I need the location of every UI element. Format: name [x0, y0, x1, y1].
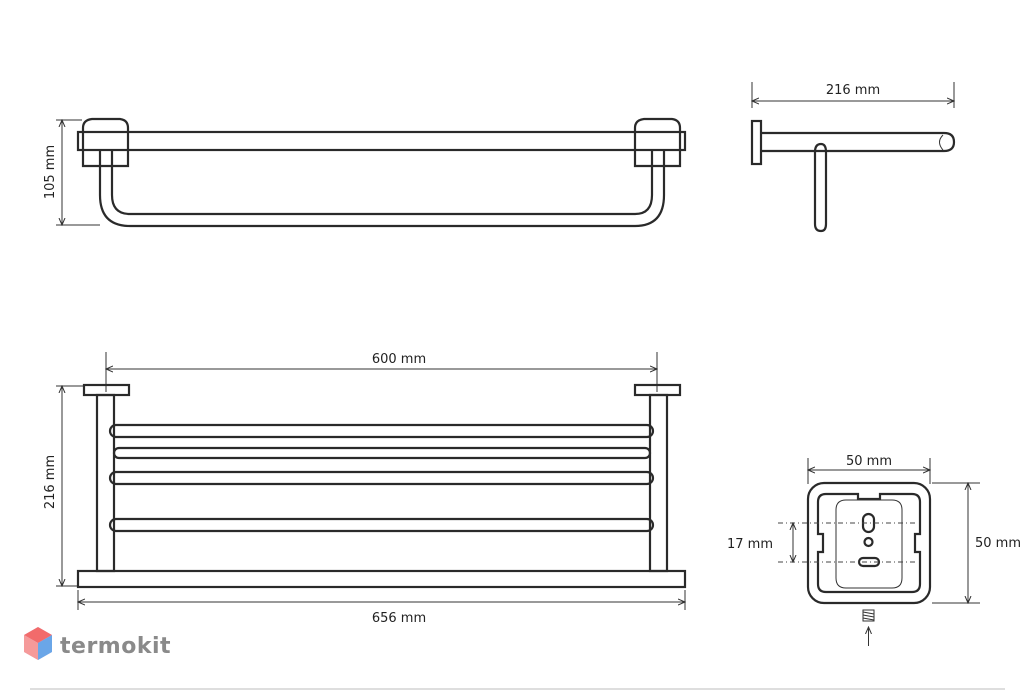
top-view: 600 mm 216 mm 656 mm [43, 352, 687, 626]
logo-hex-icon [24, 627, 52, 660]
base-inner-plate [816, 492, 922, 594]
hole-spacing-label: 17 mm [727, 537, 773, 552]
screw-detail [862, 609, 875, 646]
top-depth-label: 216 mm [43, 455, 58, 509]
top-inner-width-label: 600 mm [372, 352, 426, 367]
front-height-label: 105 mm [43, 145, 58, 199]
top-right-post [648, 393, 669, 573]
top-rails [108, 423, 655, 533]
rail-1 [108, 423, 655, 439]
front-view: 105 mm [43, 117, 687, 228]
top-base-bar [76, 569, 687, 589]
front-right-mount [633, 117, 682, 168]
front-shelf-bar [76, 130, 687, 152]
base-height-label: 50 mm [975, 536, 1021, 551]
rail-2 [112, 446, 652, 460]
base-outer-plate [806, 481, 932, 605]
base-detail: 50 mm 50 mm 17 mm [727, 454, 1021, 646]
base-center-hole [863, 536, 874, 548]
front-left-mount [81, 117, 130, 168]
front-towel-rail-inner [110, 150, 654, 216]
side-rail-drop [813, 152, 828, 233]
base-keyhole-plate [835, 499, 903, 589]
rail-4 [108, 517, 655, 533]
side-depth-label: 216 mm [826, 83, 880, 98]
brand-name: termokit [60, 634, 171, 659]
side-wall-plate [750, 119, 763, 166]
base-width-label: 50 mm [846, 454, 892, 469]
side-arm [761, 131, 956, 153]
side-view: 216 mm [750, 82, 956, 233]
rail-3 [108, 470, 655, 486]
brand-logo: termokit [24, 627, 171, 660]
front-towel-rail-outer [98, 150, 666, 228]
total-width-label: 656 mm [372, 611, 426, 626]
